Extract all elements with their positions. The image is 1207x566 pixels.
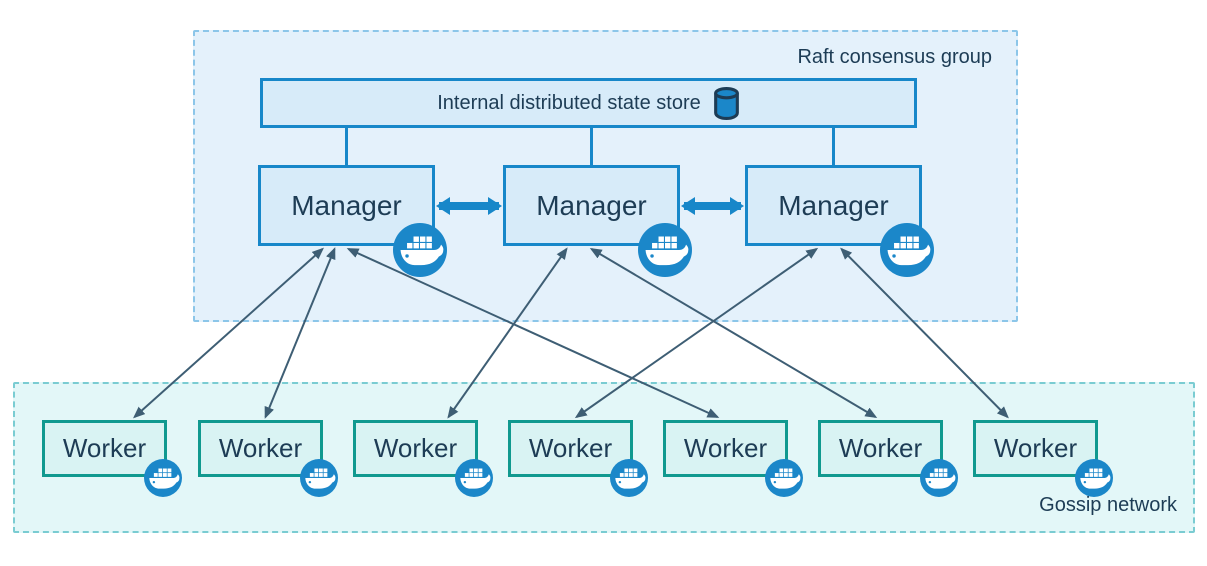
- docker-icon: [880, 223, 934, 277]
- docker-icon: [144, 459, 182, 497]
- manager-1-label: Manager: [291, 189, 402, 221]
- worker-3-label: Worker: [373, 433, 458, 463]
- worker-2-node: Worker: [198, 420, 323, 477]
- worker-6-label: Worker: [838, 433, 923, 463]
- docker-icon: [765, 459, 803, 497]
- docker-icon: [610, 459, 648, 497]
- docker-icon: [393, 223, 447, 277]
- worker-1-node: Worker: [42, 420, 167, 477]
- docker-icon: [638, 223, 692, 277]
- docker-icon: [920, 459, 958, 497]
- state-store-label: Internal distributed state store: [437, 91, 701, 114]
- gossip-group-label: Gossip network: [1039, 494, 1177, 516]
- worker-4-label: Worker: [528, 433, 613, 463]
- manager-2-label: Manager: [536, 189, 647, 221]
- worker-7-node: Worker: [973, 420, 1098, 477]
- docker-icon: [455, 459, 493, 497]
- raft-group-label: Raft consensus group: [797, 46, 992, 68]
- worker-5-label: Worker: [683, 433, 768, 463]
- worker-7-label: Worker: [993, 433, 1078, 463]
- worker-2-label: Worker: [218, 433, 303, 463]
- manager-2-node: Manager: [503, 165, 680, 246]
- worker-1-label: Worker: [62, 433, 147, 463]
- database-cylinder-icon: [713, 86, 739, 120]
- worker-6-node: Worker: [818, 420, 943, 477]
- docker-icon: [300, 459, 338, 497]
- docker-icon: [1075, 459, 1113, 497]
- manager-3-label: Manager: [778, 189, 889, 221]
- worker-4-node: Worker: [508, 420, 633, 477]
- worker-3-node: Worker: [353, 420, 478, 477]
- state-store-node: Internal distributed state store: [260, 78, 917, 128]
- worker-5-node: Worker: [663, 420, 788, 477]
